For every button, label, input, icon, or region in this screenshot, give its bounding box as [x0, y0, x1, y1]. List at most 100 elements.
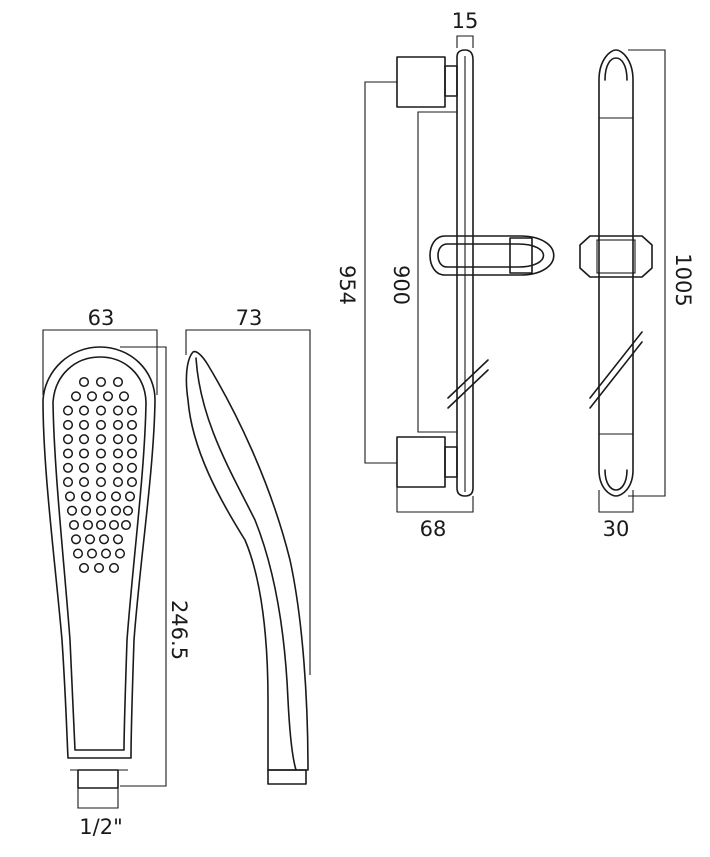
rail-front-bar — [598, 49, 634, 497]
spray-nozzle — [112, 434, 124, 445]
spray-nozzle — [126, 477, 138, 488]
spray-nozzle — [126, 462, 138, 473]
rail-front-top-cap — [604, 57, 628, 81]
spray-nozzle — [78, 562, 90, 573]
spray-nozzle — [95, 376, 107, 388]
lower-wall-bracket — [396, 436, 446, 488]
spray-nozzle — [80, 505, 92, 516]
rail-bar — [456, 49, 474, 497]
rail-break-mark-1 — [447, 369, 489, 409]
spray-nozzle — [95, 477, 107, 488]
spray-nozzle — [68, 519, 80, 531]
spray-nozzle — [95, 434, 107, 445]
slider-bracket — [429, 235, 555, 276]
spray-nozzle — [62, 462, 74, 473]
spray-nozzle — [112, 477, 124, 488]
spray-nozzle — [112, 405, 124, 416]
rail-break-mark-2 — [447, 359, 489, 399]
rail-front-slider-inner — [596, 239, 636, 274]
spray-nozzle — [70, 391, 82, 402]
handset-depth-label: 73 — [236, 306, 263, 330]
spray-nozzle — [70, 534, 82, 545]
spray-nozzle — [64, 491, 76, 502]
spray-nozzles — [62, 376, 138, 573]
spray-nozzle — [126, 405, 138, 416]
spray-nozzle — [78, 448, 90, 459]
spray-nozzle — [112, 376, 124, 388]
handset-width-label: 63 — [88, 306, 115, 330]
bracket-depth-label: 15 — [452, 9, 479, 33]
spray-nozzle — [110, 491, 122, 502]
spray-nozzle — [78, 419, 90, 430]
spray-nozzle — [122, 505, 134, 516]
spray-nozzle — [95, 419, 107, 430]
bracket-spacing-inner-label: 900 — [389, 265, 413, 305]
spray-nozzle — [62, 405, 74, 416]
spray-nozzle — [112, 462, 124, 473]
spray-nozzle — [120, 519, 132, 531]
thread-size-label: 1/2" — [79, 815, 122, 839]
spray-nozzle — [112, 448, 124, 459]
handset-front-view — [42, 346, 156, 789]
spray-nozzle — [118, 391, 130, 402]
spray-nozzle — [114, 548, 126, 559]
upper-bracket-cap — [444, 65, 458, 97]
spray-nozzle — [95, 519, 107, 531]
handset-side-outline — [185, 350, 309, 771]
spray-nozzle — [80, 491, 92, 502]
spray-nozzle — [95, 405, 107, 416]
spray-nozzle — [78, 434, 90, 445]
spray-nozzle — [112, 534, 124, 545]
handset-side-inner-line — [195, 357, 297, 771]
rail-front-break-mark-2 — [589, 331, 643, 399]
spray-nozzle — [124, 491, 136, 502]
dimension-labels: 63 73 246.5 1/2" 15 954 900 68 1005 30 — [79, 9, 695, 839]
spray-nozzle — [95, 491, 107, 502]
spray-nozzle — [126, 434, 138, 445]
spray-nozzle — [72, 548, 84, 559]
spray-nozzle — [95, 448, 107, 459]
spray-nozzle — [102, 391, 114, 402]
spray-nozzle — [84, 534, 96, 545]
spray-nozzle — [93, 562, 105, 573]
spray-nozzle — [108, 519, 120, 531]
spray-nozzle — [86, 391, 98, 402]
spray-nozzle — [78, 405, 90, 416]
lower-bracket-cap — [444, 446, 458, 478]
spray-nozzle — [100, 548, 112, 559]
spray-nozzle — [126, 419, 138, 430]
bracket-spacing-outer-label: 954 — [335, 265, 359, 305]
upper-wall-bracket — [396, 56, 446, 108]
handset-front-outline — [42, 346, 156, 759]
spray-nozzle — [126, 448, 138, 459]
spray-nozzle — [62, 434, 74, 445]
slider-body — [509, 237, 533, 274]
rail-height-label: 1005 — [671, 253, 695, 306]
rail-front-slider — [579, 235, 653, 278]
spray-nozzle — [98, 534, 110, 545]
spray-nozzle — [78, 462, 90, 473]
handset-side-connector — [267, 769, 307, 785]
spray-nozzle — [108, 562, 120, 573]
dimension-lines — [42, 35, 666, 809]
spray-nozzle — [82, 519, 94, 531]
spray-nozzle — [86, 548, 98, 559]
rail-front-break-mark-1 — [589, 341, 643, 409]
handset-side-view — [185, 350, 309, 785]
slider-bracket-inner — [437, 243, 545, 268]
handset-front-inner-outline — [52, 356, 147, 751]
rail-projection-label: 68 — [420, 517, 447, 541]
spray-nozzle — [95, 462, 107, 473]
spray-nozzle — [62, 448, 74, 459]
spray-nozzle — [78, 477, 90, 488]
spray-nozzle — [62, 477, 74, 488]
spray-nozzle — [62, 419, 74, 430]
spray-nozzle — [112, 419, 124, 430]
spray-nozzle — [78, 376, 90, 388]
spray-nozzle — [95, 505, 107, 516]
spray-nozzle — [110, 505, 122, 516]
handset-front-connector — [77, 769, 119, 789]
spray-nozzle — [66, 505, 78, 516]
handset-length-label: 246.5 — [167, 600, 191, 660]
